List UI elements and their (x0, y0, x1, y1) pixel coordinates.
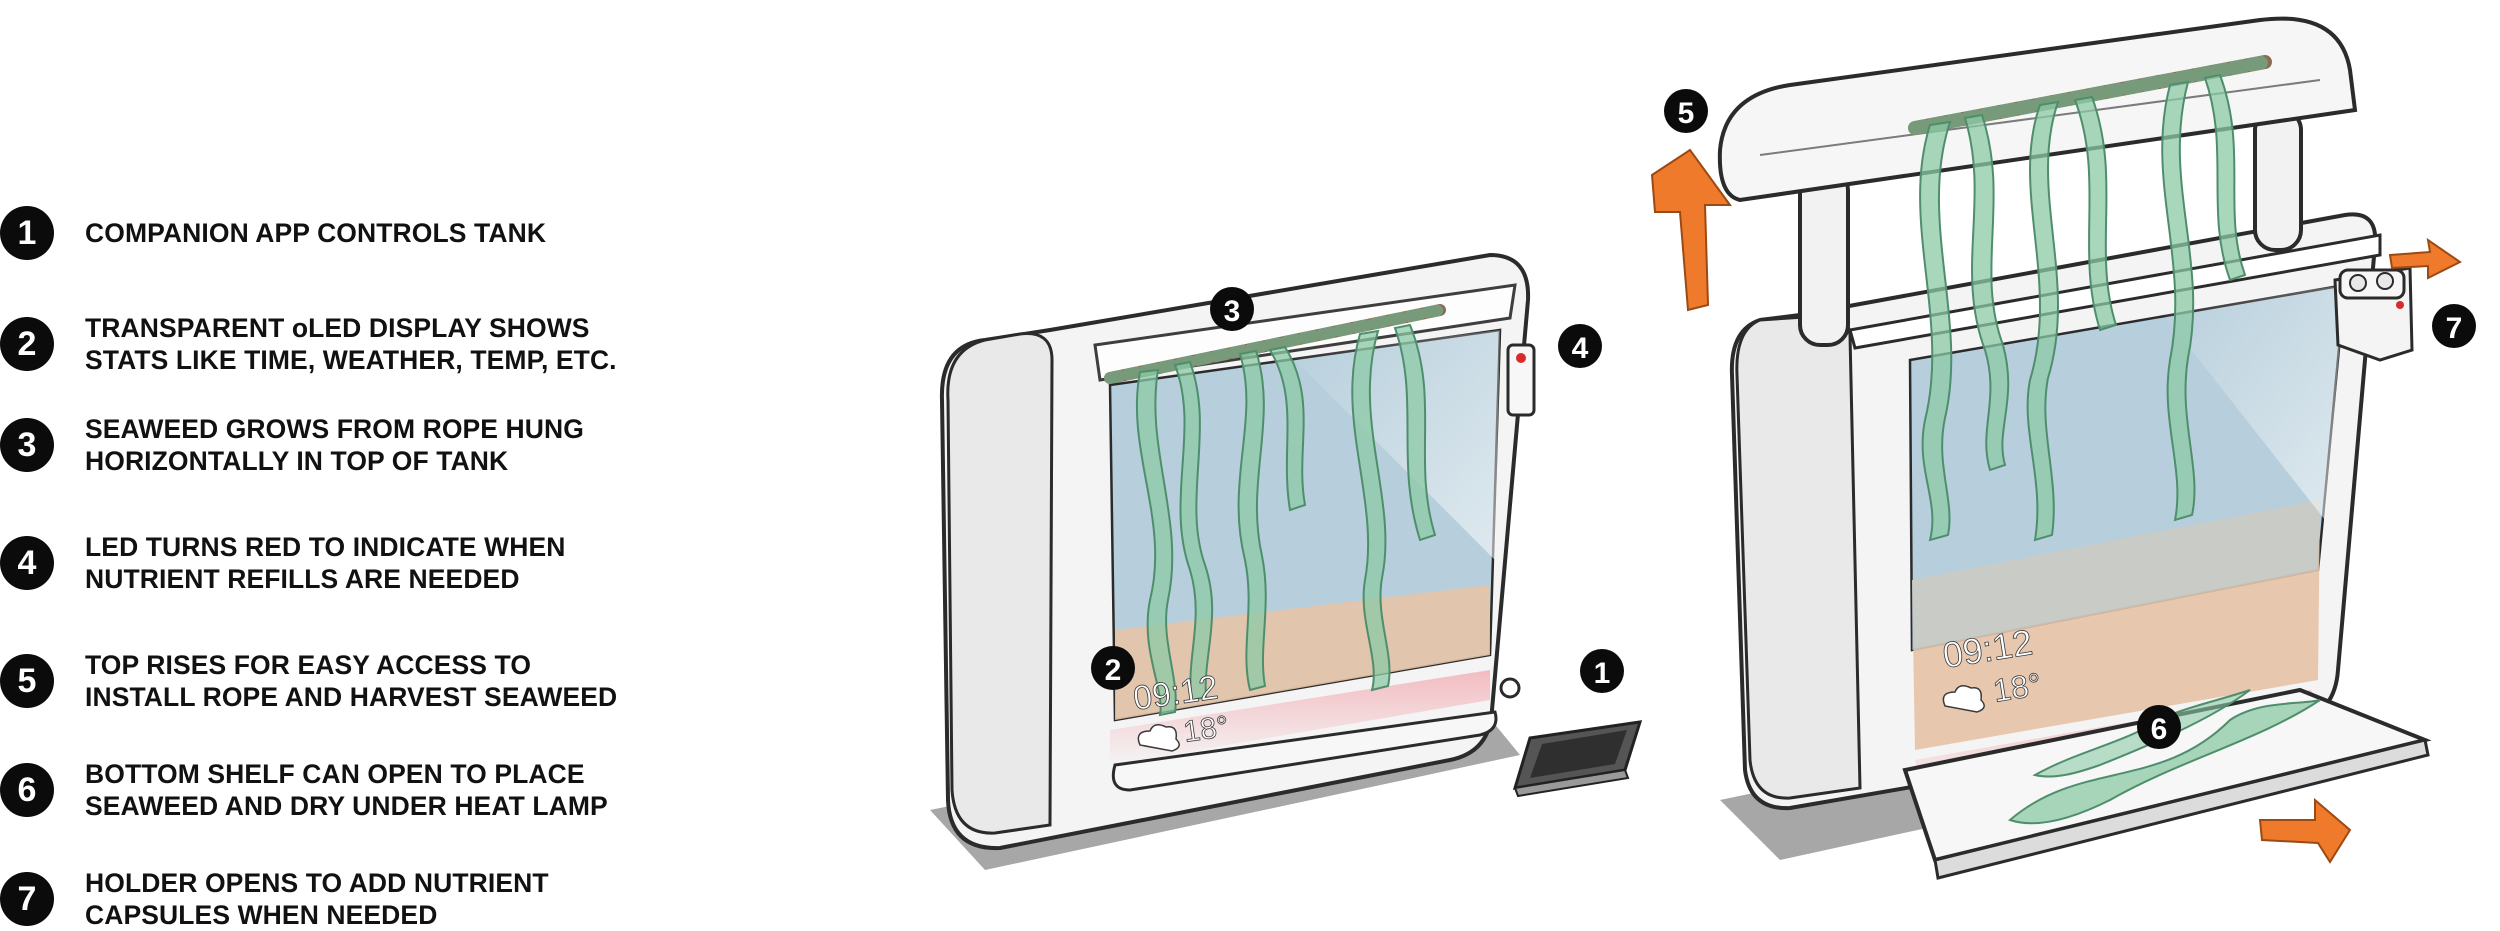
legend-number-badge: 7 (0, 872, 54, 926)
tank-side-panel (1735, 313, 1862, 800)
legend-line: CAPSULES WHEN NEEDED (85, 900, 438, 930)
shelf-slot (1111, 710, 1498, 792)
legend-text: BOTTOM SHELF CAN OPEN TO PLACE SEAWEED A… (85, 758, 608, 822)
callout-label: 2 (1105, 654, 1122, 687)
motion-arrows (1650, 148, 2462, 864)
callout-label: 3 (1224, 295, 1241, 328)
tank-open: 09:12 18° (1717, 16, 2432, 880)
legend-number-badge: 5 (0, 654, 54, 708)
legend-item-7: 7 HOLDER OPENS TO ADD NUTRIENT CAPSULES … (0, 867, 549, 931)
led-indicator (1516, 353, 1526, 363)
callout-3: 3 (1210, 287, 1254, 331)
callout-label: 5 (1678, 97, 1695, 130)
legend-line: NUTRIENT REFILLS ARE NEEDED (85, 564, 520, 594)
legend-line: COMPANION APP CONTROLS TANK (85, 218, 547, 248)
capsule (2376, 272, 2394, 290)
phone-device (1512, 720, 1643, 798)
lift-post-left (1798, 168, 1850, 347)
legend-number-badge: 6 (0, 763, 54, 817)
weather-cloud-icon (1942, 685, 1985, 713)
legend-line: SEAWEED GROWS FROM ROPE HUNG (85, 414, 584, 444)
weather-cloud-icon (1137, 724, 1180, 752)
legend-number-badge: 3 (0, 418, 54, 472)
callout-1: 1 (1580, 649, 1624, 693)
legend-item-5: 5 TOP RISES FOR EASY ACCESS TO INSTALL R… (0, 649, 617, 713)
glass-highlight (2160, 285, 2345, 520)
legend-number-badge: 4 (0, 536, 54, 590)
legend-item-1: 1 COMPANION APP CONTROLS TANK (0, 206, 546, 260)
callout-label: 6 (2151, 713, 2168, 746)
arrow-right-icon (2258, 797, 2352, 864)
callout-label: 7 (2446, 312, 2463, 345)
arrow-right-icon (2388, 237, 2462, 280)
legend-item-6: 6 BOTTOM SHELF CAN OPEN TO PLACE SEAWEED… (0, 758, 608, 822)
display-temp: 18° (1181, 710, 1231, 749)
callout-7: 7 (2432, 304, 2476, 348)
callout-6: 6 (2137, 705, 2181, 749)
callout-label: 1 (1594, 657, 1611, 690)
seaweed (1135, 323, 1437, 717)
legend-line: HOLDER OPENS TO ADD NUTRIENT (85, 868, 549, 898)
front-button (1499, 677, 1521, 699)
lift-post-right (2253, 108, 2303, 252)
legend-line: STATS LIKE TIME, WEATHER, TEMP, ETC. (85, 345, 617, 375)
legend-text: TRANSPARENT oLED DISPLAY SHOWS STATS LIK… (85, 312, 617, 376)
legend-text: LED TURNS RED TO INDICATE WHEN NUTRIENT … (85, 531, 566, 595)
water-lower (1912, 500, 2320, 650)
drying-seaweed (2008, 699, 2321, 825)
tank-closed: 09:12 18° (930, 252, 1536, 870)
legend-line: TOP RISES FOR EASY ACCESS TO (85, 650, 532, 680)
led-panel (1506, 343, 1536, 417)
callout-5: 5 (1664, 89, 1708, 133)
legend: 1 COMPANION APP CONTROLS TANK 2 TRANSPAR… (0, 0, 900, 930)
bottom-shelf-edge (1933, 738, 2430, 880)
callout-label: 4 (1572, 332, 1589, 365)
legend-text: SEAWEED GROWS FROM ROPE HUNG HORIZONTALL… (85, 413, 584, 477)
legend-item-2: 2 TRANSPARENT oLED DISPLAY SHOWS STATS L… (0, 312, 617, 376)
legend-item-4: 4 LED TURNS RED TO INDICATE WHEN NUTRIEN… (0, 531, 566, 595)
legend-line: SEAWEED AND DRY UNDER HEAT LAMP (85, 791, 608, 821)
tank-side-panel (946, 332, 1054, 835)
heat-glow (1110, 670, 1490, 765)
seaweed (1919, 73, 2247, 542)
legend-line: TRANSPARENT oLED DISPLAY SHOWS (85, 313, 590, 343)
arrow-up-icon (1650, 148, 1732, 312)
callout-2: 2 (1091, 646, 1135, 690)
display-temp: 18° (1990, 666, 2043, 709)
legend-item-3: 3 SEAWEED GROWS FROM ROPE HUNG HORIZONTA… (0, 413, 584, 477)
capsule (2349, 274, 2367, 292)
legend-text: HOLDER OPENS TO ADD NUTRIENT CAPSULES WH… (85, 867, 549, 931)
legend-line: INSTALL ROPE AND HARVEST SEAWEED (85, 682, 618, 712)
led-indicator (2396, 301, 2404, 309)
legend-text: TOP RISES FOR EASY ACCESS TO INSTALL ROP… (85, 649, 617, 713)
callout-4: 4 (1558, 324, 1602, 368)
legend-line: BOTTOM SHELF CAN OPEN TO PLACE (85, 759, 585, 789)
legend-text: COMPANION APP CONTROLS TANK (85, 217, 546, 249)
rope-seaweed-buds (1104, 304, 1446, 384)
legend-line: HORIZONTALLY IN TOP OF TANK (85, 446, 509, 476)
legend-line: LED TURNS RED TO INDICATE WHEN (85, 532, 566, 562)
legend-number-badge: 2 (0, 317, 54, 371)
callouts: 1 2 3 4 5 6 7 (1091, 89, 2476, 749)
legend-number-badge: 1 (0, 206, 54, 260)
glass-highlight (1290, 330, 1500, 560)
